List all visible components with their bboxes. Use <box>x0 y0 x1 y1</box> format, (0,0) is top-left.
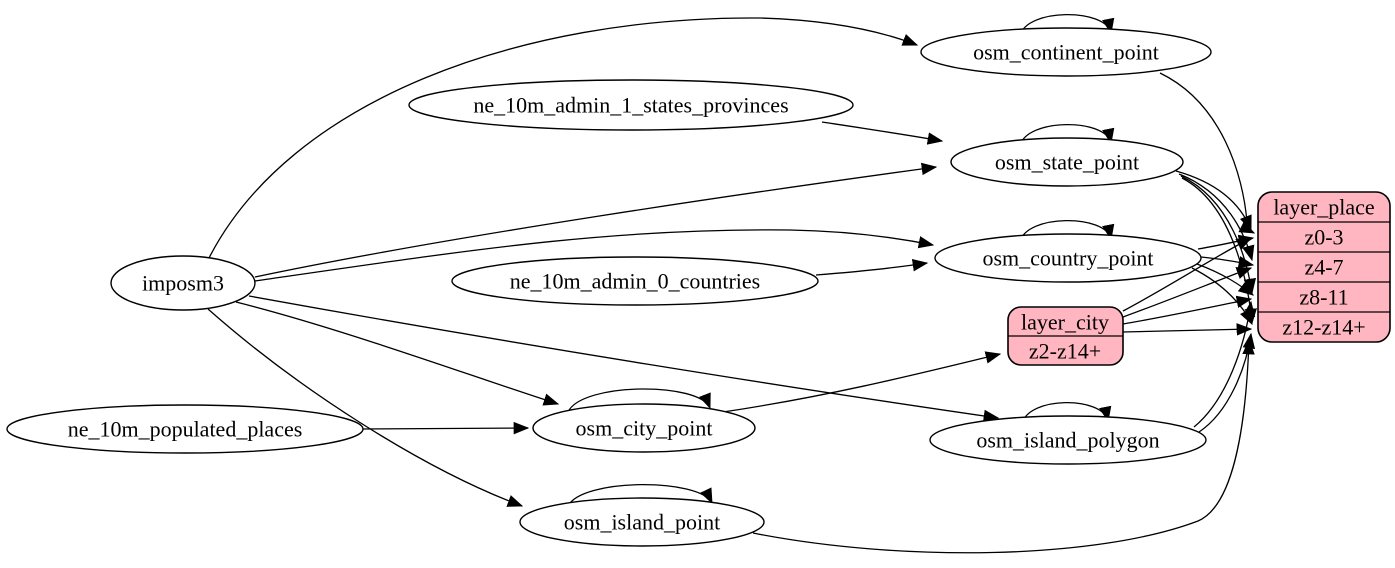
edge-ne_10m_admin_1_states_provinces-osm_state_point <box>821 121 944 145</box>
node-ne_10m_admin_0_countries-label: ne_10m_admin_0_countries <box>510 269 761 294</box>
node-ne_10m_populated_places <box>6 404 364 454</box>
node-osm_island_point <box>519 497 765 547</box>
node-osm_state_point-label: osm_state_point <box>995 150 1139 175</box>
edge-osm_country_point-layer_place-z4-7 <box>1200 256 1255 269</box>
self-loop-osm_country_point <box>1019 219 1115 243</box>
edge-imposm3-osm_continent_point <box>208 17 919 259</box>
edge-osm_state_point-layer_place-z8-11 <box>1180 175 1257 295</box>
record-layer_city-row-z2-z14: z2-z14+ <box>1029 339 1101 364</box>
edge-imposm3-osm_island_polygon <box>248 295 1000 423</box>
edge-layer_city-layer_place-z4-7 <box>1122 267 1253 318</box>
edge-osm_country_point-layer_place-z0-3 <box>1197 234 1255 250</box>
edge-osm_state_point-layer_place-z0-3 <box>1175 170 1252 232</box>
self-loop-osm_state_point <box>1019 123 1115 147</box>
record-layer_city <box>1007 306 1124 366</box>
record-layer_place-box <box>1257 191 1391 343</box>
edges-layer <box>207 13 1257 554</box>
edge-layer_city-layer_place-z0-3 <box>1122 237 1253 312</box>
edge-osm_country_point-layer_place-z12-z14 <box>1191 267 1253 326</box>
edge-imposm3-osm_island_point <box>207 308 524 507</box>
nodes-layer <box>6 27 1391 547</box>
node-imposm3-label: imposm3 <box>142 271 224 296</box>
self-loop-osm_island_polygon <box>1021 401 1112 425</box>
node-osm_continent_point-label: osm_continent_point <box>973 40 1159 65</box>
edge-osm_state_point-layer_place-z4-7 <box>1178 173 1255 262</box>
edge-osm_island_polygon-layer_place-z8-11 <box>1193 300 1256 428</box>
edge-layer_city-layer_place-z8-11 <box>1122 295 1253 325</box>
record-layer_place-title: layer_place <box>1273 195 1374 220</box>
self-loop-osm_city_point <box>567 388 711 413</box>
node-ne_10m_populated_places-label: ne_10m_populated_places <box>68 417 303 442</box>
edge-layer_city-layer_place-z12-z14 <box>1122 323 1253 336</box>
node-ne_10m_admin_1_states_provinces-label: ne_10m_admin_1_states_provinces <box>473 93 788 118</box>
record-layer_place-row-z0-3: z0-3 <box>1304 225 1343 250</box>
node-osm_country_point-label: osm_country_point <box>982 246 1153 271</box>
edge-ne_10m_admin_0_countries-osm_country_point <box>815 258 929 276</box>
node-ne_10m_admin_1_states_provinces <box>408 79 854 131</box>
node-osm_country_point <box>934 233 1202 283</box>
edge-imposm3-osm_city_point <box>235 301 560 406</box>
edge-osm_city_point-layer_city <box>722 351 1002 413</box>
node-osm_state_point <box>950 137 1184 187</box>
edge-osm_country_point-layer_place-z8-11 <box>1196 263 1254 296</box>
self-loop-osm_island_point <box>567 483 713 507</box>
labels-layer: imposm3 ne_10m_admin_1_states_provinces … <box>68 40 1375 535</box>
node-osm_city_point <box>532 403 756 453</box>
node-ne_10m_admin_0_countries <box>451 256 819 306</box>
node-osm_island_polygon-label: osm_island_polygon <box>976 428 1159 453</box>
self-loop-osm_continent_point <box>1019 13 1115 37</box>
edge-imposm3-osm_country_point <box>254 229 935 282</box>
record-layer_place-row-z4-7: z4-7 <box>1304 255 1343 280</box>
record-layer_place-row-z8-11: z8-11 <box>1299 285 1348 310</box>
node-osm_continent_point <box>920 27 1212 77</box>
edge-imposm3-osm_state_point <box>254 162 938 278</box>
record-layer_city-title: layer_city <box>1021 310 1109 335</box>
node-imposm3 <box>110 255 256 311</box>
node-osm_island_point-label: osm_island_point <box>564 510 720 535</box>
edge-ne_10m_populated_places-osm_city_point <box>362 421 530 435</box>
record-layer_place-row-z12-z14: z12-z14+ <box>1282 315 1365 340</box>
record-layer_place <box>1257 191 1391 343</box>
node-osm_city_point-label: osm_city_point <box>576 416 713 441</box>
edge-osm_island_point-layer_place-z12-z14 <box>752 338 1255 554</box>
node-osm_island_polygon <box>929 415 1207 465</box>
